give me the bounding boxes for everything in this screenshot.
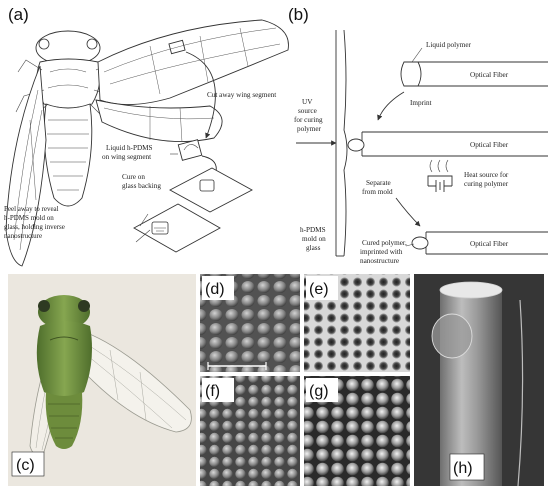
mold-label-1: h-PDMS: [300, 226, 326, 234]
heat-source-icon: [427, 159, 453, 192]
panel-b: (b) Liquid polymer Optical Fiber Imprint…: [288, 5, 548, 265]
glass-plate-mold: [133, 203, 221, 253]
liquid-polymer-label: Liquid polymer: [426, 41, 472, 49]
panel-c-tag: (c): [11, 451, 45, 477]
optical-fiber-3: [411, 231, 548, 255]
optical-fiber-2: [347, 131, 548, 157]
panel-d-label: (d): [205, 281, 225, 298]
step-peel-label-1: Peel away to reveal: [4, 205, 59, 213]
uv-label-1: UV: [302, 98, 313, 106]
imprint-label: Imprint: [410, 99, 432, 107]
step-cure-label-1: Cure on: [122, 173, 145, 181]
panel-h-label: (h): [453, 460, 473, 477]
panel-c-cicada-photo: (c): [8, 274, 196, 486]
step-liquid-label-1: Liquid h-PDMS: [106, 144, 153, 152]
step-peel-label-3: glass, holding inverse: [4, 223, 65, 231]
separate-label-1: Separate: [366, 179, 391, 187]
uv-label-3: for curing: [294, 116, 323, 124]
arrow-separate: [395, 197, 421, 227]
uv-label-4: polymer: [297, 125, 322, 133]
panel-c-label: (c): [16, 457, 35, 474]
panel-d-tag: (d): [202, 276, 234, 300]
heat-label-1: Heat source for: [464, 171, 509, 179]
panel-e-label: (e): [309, 281, 329, 298]
optical-fiber-1: [400, 61, 548, 87]
panel-a-label: (a): [8, 5, 29, 24]
panel-e-tag: (e): [306, 276, 338, 300]
arrow-imprint: [377, 91, 405, 121]
step-peel-label-2: h-PDMS mold on: [4, 214, 54, 222]
fiber-tip: [439, 281, 503, 299]
cicada-line-drawing: [5, 19, 289, 267]
optical-fiber-label-2: Optical Fiber: [470, 141, 509, 149]
optical-fiber-label-1: Optical Fiber: [470, 71, 509, 79]
cicada-head: [38, 295, 90, 329]
pdms-mold-glass: [335, 29, 348, 257]
panel-g-sem: (g): [304, 376, 410, 486]
arrow-cut: [185, 51, 216, 139]
mold-label-2: mold on: [302, 235, 326, 243]
panel-h-tag: (h): [449, 453, 485, 481]
panel-d-sem: (d): [200, 274, 300, 372]
cured-label-3: nanostructure: [360, 257, 399, 265]
panel-b-label: (b): [288, 5, 309, 24]
panel-f-label: (f): [205, 383, 220, 400]
panel-e-sem: (e): [304, 274, 410, 372]
step-cut-label: Cut away wing segment: [207, 91, 276, 99]
wing-segment-liquid: [177, 139, 203, 161]
uv-label-2: source: [298, 107, 317, 115]
glass-plate-cure: [169, 167, 253, 213]
cicada-thorax: [36, 321, 92, 397]
step-cure-label-2: glass backing: [122, 182, 161, 190]
mold-label-3: glass: [306, 244, 321, 252]
panel-f-tag: (f): [202, 378, 234, 402]
panel-h-sem: (h): [414, 274, 544, 487]
heat-label-2: curing polymer: [464, 180, 509, 188]
step-peel-label-4: nanostructure: [4, 232, 42, 240]
cured-polymer-droplet: [431, 313, 473, 359]
optical-fiber-label-3: Optical Fiber: [470, 240, 509, 248]
panel-g-tag: (g): [306, 378, 338, 402]
panel-g-label: (g): [309, 383, 329, 400]
cured-label-2: imprinted with: [360, 248, 403, 256]
panel-f-sem: (f): [200, 376, 300, 486]
separate-label-2: from mold: [362, 188, 393, 196]
step-liquid-label-2: on wing segment: [102, 153, 151, 161]
cured-label-1: Cured polymer,: [362, 239, 407, 247]
panel-a: (a): [4, 5, 289, 267]
